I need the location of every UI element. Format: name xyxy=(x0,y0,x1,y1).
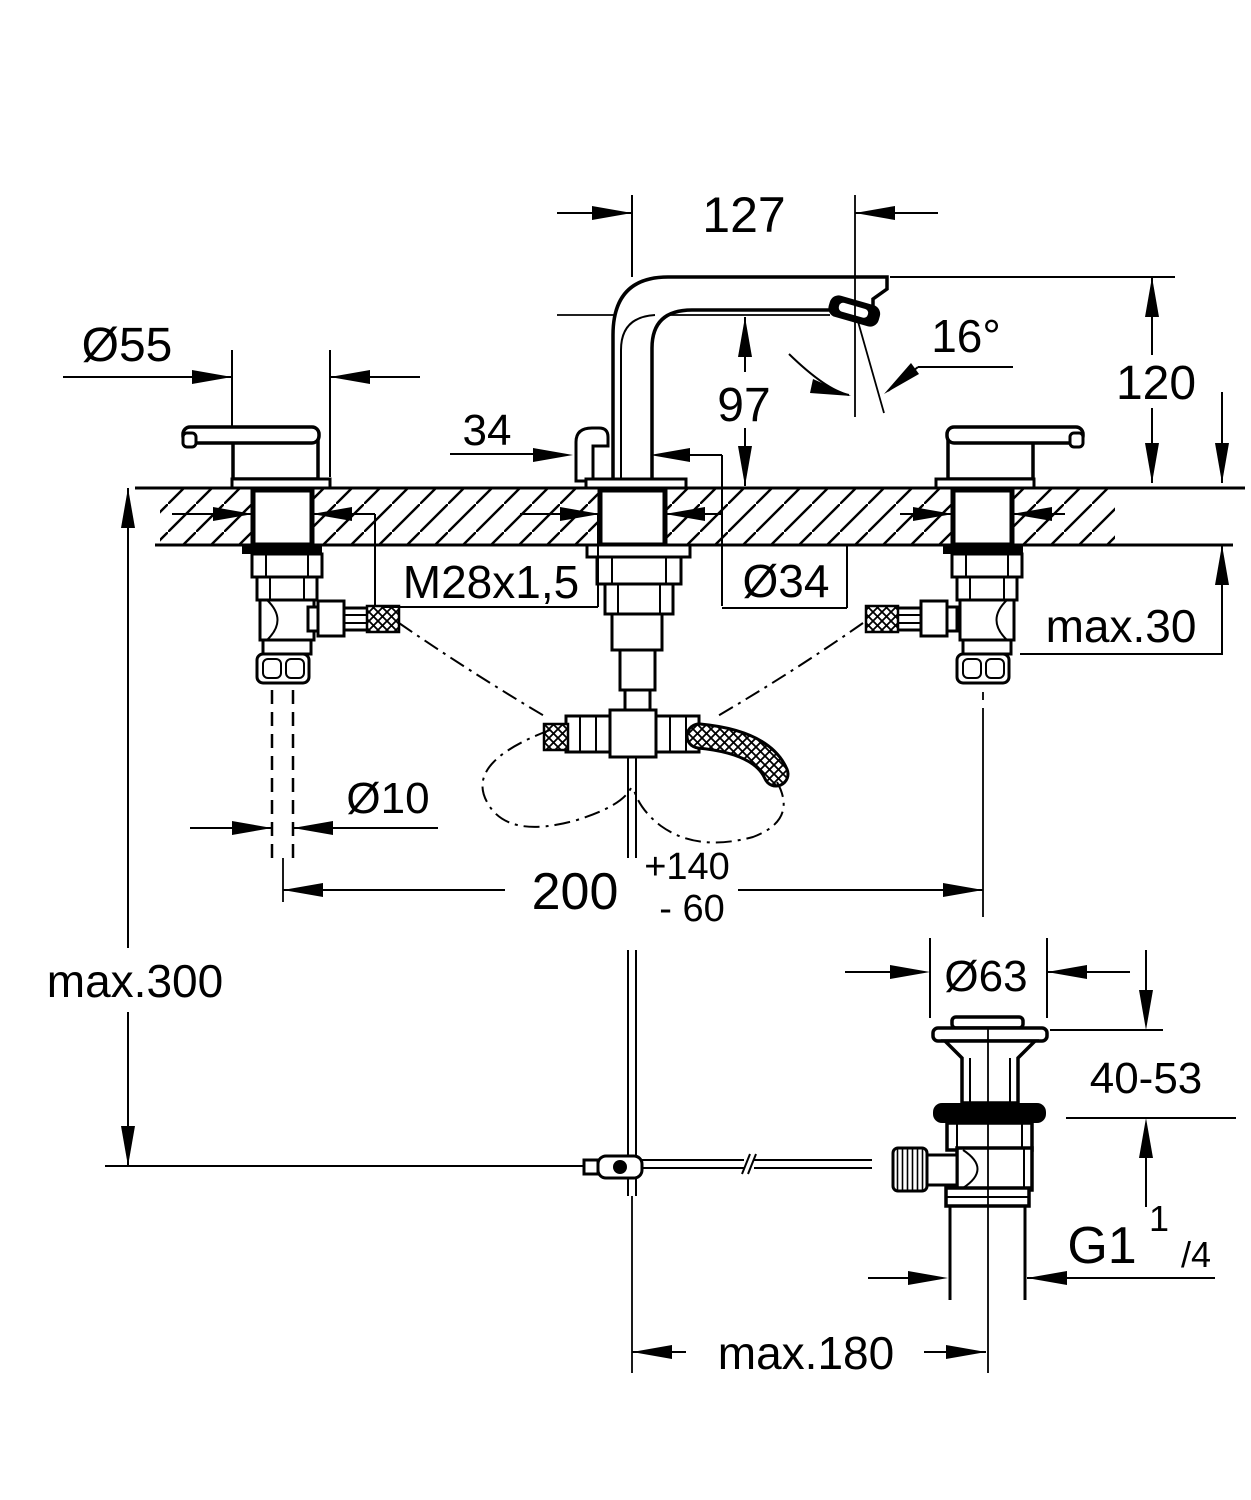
left-handle-lever-hook xyxy=(181,431,198,449)
dim-shank-thread xyxy=(172,507,722,608)
label-spacing-plus: +140 xyxy=(644,846,730,888)
tee-fitting-left-nut xyxy=(564,714,612,754)
label-rod-length: max.300 xyxy=(47,955,223,1007)
dim-waste-offset xyxy=(632,1345,986,1359)
right-hose-tube xyxy=(895,606,923,632)
dim-spout-reach xyxy=(557,195,938,417)
right-hose-hex xyxy=(919,599,949,638)
dim-deck-thickness xyxy=(1020,392,1229,655)
label-spacing-minus: - 60 xyxy=(659,888,724,930)
waste-flange xyxy=(931,1026,1049,1043)
rod-joint-stub xyxy=(582,1158,600,1176)
spout-shank xyxy=(597,487,668,548)
dimension-linework xyxy=(63,195,1236,1359)
left-valve-hex-nut xyxy=(255,652,311,685)
label-height-above-deck: 120 xyxy=(1116,357,1196,410)
spout-under-step xyxy=(610,612,664,652)
waste-upper-body xyxy=(945,1121,1034,1152)
left-valve-lower xyxy=(258,598,316,642)
right-handle-lever-hook xyxy=(1068,431,1085,449)
label-waste-flange: Ø63 xyxy=(944,952,1027,1001)
left-hose-tube xyxy=(342,606,370,632)
waste-neck xyxy=(940,1039,1040,1105)
dim-body-width xyxy=(450,448,723,606)
left-handle xyxy=(181,425,401,902)
spout-mounting-nut xyxy=(595,555,683,586)
tee-fitting-center xyxy=(608,708,658,759)
spout-under-body xyxy=(603,582,675,616)
right-valve-hex-nut xyxy=(955,652,1011,685)
pop-up-linkage xyxy=(582,1153,872,1373)
dim-waste-thread xyxy=(868,1271,1215,1285)
right-hose-swing-arc xyxy=(715,622,864,718)
spout-mixer-lever xyxy=(574,426,610,483)
label-waste-offset: max.180 xyxy=(718,1327,894,1379)
spout-body xyxy=(611,275,889,490)
right-handle-mounting-nut xyxy=(950,552,1024,579)
left-braided-hose-stub xyxy=(365,604,401,634)
dim-handle-diameter xyxy=(63,350,420,477)
right-handle-base-plate xyxy=(934,477,1036,490)
left-valve-collar xyxy=(261,638,313,656)
left-hose-hex xyxy=(316,599,346,638)
left-handle-lever xyxy=(181,425,321,445)
right-handle-body xyxy=(946,439,1035,481)
left-handle-shank xyxy=(250,487,315,548)
dim-waste-flange xyxy=(845,938,1130,1018)
left-handle-body xyxy=(231,439,320,481)
right-valve-body xyxy=(955,575,1019,602)
waste-rubber-seal xyxy=(933,1103,1046,1123)
label-body-width: 34 xyxy=(463,406,512,455)
right-handle-gasket xyxy=(943,545,1023,554)
dim-height-above-deck xyxy=(890,276,1175,483)
right-handle xyxy=(864,425,1085,917)
spout-base-plate xyxy=(584,477,688,490)
label-deck-thickness: max.30 xyxy=(1046,600,1197,652)
right-handle-shank xyxy=(950,487,1015,548)
dim-right-shank-leaders xyxy=(900,507,1065,521)
dimension-labels: 127 16° 120 Ø55 97 34 M28x1,5 Ø34 max.30… xyxy=(47,187,1211,1379)
right-braided-hose-stub xyxy=(864,604,900,634)
dim-spout-angle xyxy=(788,317,1013,414)
label-pipe-diameter: Ø10 xyxy=(346,774,429,823)
label-hole-diameter: Ø34 xyxy=(743,555,830,607)
right-handle-lever xyxy=(945,425,1085,445)
label-handle-diameter: Ø55 xyxy=(82,319,173,372)
spout-flange xyxy=(585,543,692,559)
spout-under-tube xyxy=(618,648,657,692)
label-spout-angle: 16° xyxy=(931,310,1001,362)
left-hose-swing-arc xyxy=(398,622,547,718)
right-hose-swing-loop xyxy=(633,781,785,844)
pop-up-waste xyxy=(891,1015,1049,1373)
left-handle-gasket xyxy=(242,545,322,554)
label-waste-thread-sub: /4 xyxy=(1181,1234,1211,1275)
dim-rod-length xyxy=(105,487,584,1167)
braided-hose xyxy=(688,725,787,785)
right-valve-collar xyxy=(961,638,1013,656)
label-waste-thread-sup: 1 xyxy=(1149,1198,1169,1239)
rod-pivot xyxy=(613,1160,627,1174)
label-clamp-range: 40-53 xyxy=(1090,1054,1203,1103)
left-handle-mounting-nut xyxy=(250,552,324,579)
label-spacing: 200 xyxy=(532,863,619,921)
dim-hole-diameter xyxy=(722,546,848,609)
dim-outlet-height xyxy=(738,317,752,486)
spout xyxy=(398,275,889,1157)
left-handle-base-plate xyxy=(230,477,332,490)
waste-knurled-adjuster xyxy=(891,1146,929,1193)
tee-braided-stub xyxy=(542,722,570,752)
label-outlet-height: 97 xyxy=(717,379,770,432)
dim-pipe-diameter xyxy=(190,821,438,835)
dim-spacing xyxy=(283,883,983,897)
dim-clamp-range xyxy=(1050,950,1236,1207)
left-hose-swing-loop xyxy=(481,729,632,828)
right-valve-lower xyxy=(958,598,1016,642)
label-spout-reach: 127 xyxy=(702,187,785,243)
waste-rod-socket xyxy=(925,1153,959,1187)
label-waste-thread-main: G1 xyxy=(1067,1217,1136,1275)
left-valve-body xyxy=(255,575,319,602)
label-shank-thread: M28x1,5 xyxy=(403,556,579,608)
